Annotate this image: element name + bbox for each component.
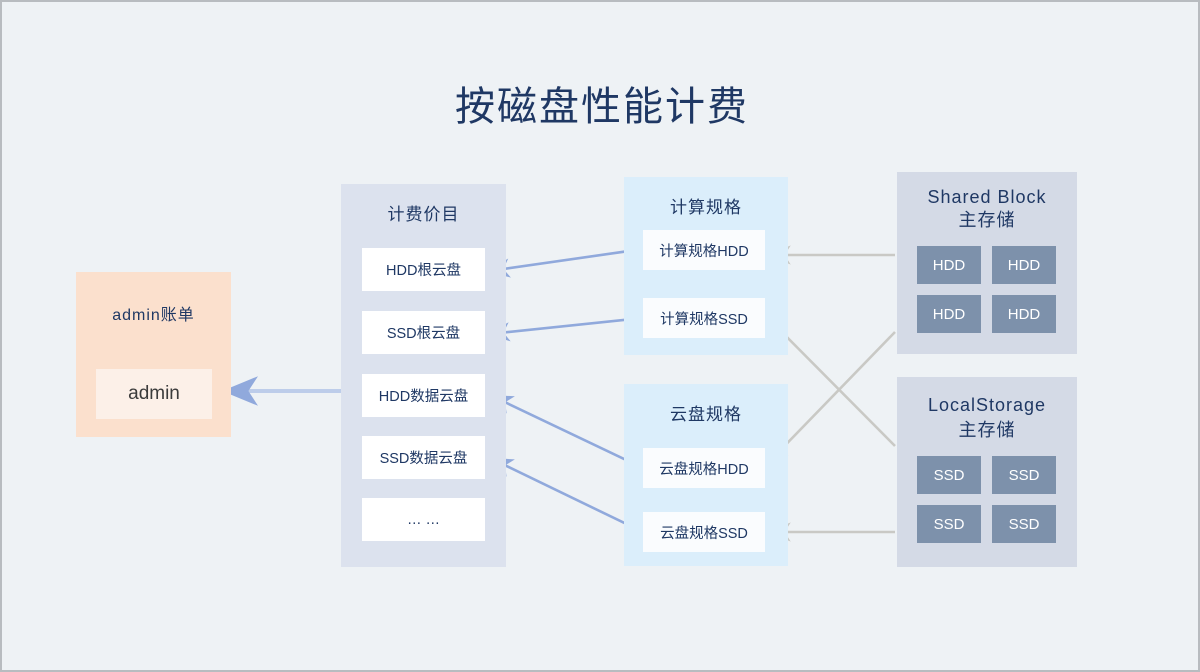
page-title: 按磁盘性能计费 — [455, 85, 749, 129]
disk-box-hdd-1[interactable]: HDD — [917, 246, 981, 284]
compute-offering-panel: 计算规格 计算规格HDD 计算规格SSD — [624, 177, 788, 355]
shared-block-storage-panel: Shared Block 主存储 HDD HDD HDD HDD — [897, 172, 1077, 354]
connector-volume-hdd-to-hdd-data — [489, 394, 644, 470]
disk-box-hdd-4[interactable]: HDD — [992, 295, 1056, 333]
local-storage-panel: LocalStorage 主存储 SSD SSD SSD SSD — [897, 377, 1077, 567]
volume-offering-hdd[interactable]: 云盘规格HDD — [643, 448, 765, 488]
volume-offering-panel: 云盘规格 云盘规格HDD 云盘规格SSD — [624, 384, 788, 566]
local-storage-panel-title-line1: LocalStorage — [927, 395, 1047, 415]
connector-compute-ssd-to-ssd-root — [486, 316, 644, 342]
disk-box-ssd-3[interactable]: SSD — [917, 505, 981, 543]
billing-price-panel: 计费价目 HDD根云盘 SSD根云盘 HDD数据云盘 SSD数据云盘 … … — [341, 184, 506, 567]
disk-box-ssd-4[interactable]: SSD — [992, 505, 1056, 543]
local-storage-panel-title-line2: 主存储 — [958, 420, 1016, 440]
admin-account-panel: admin账单 admin — [76, 272, 231, 437]
shared-block-panel-title-line1: Shared Block — [927, 187, 1047, 207]
connector-volume-ssd-to-ssd-data — [489, 457, 644, 534]
billing-item-more[interactable]: … … — [362, 498, 485, 541]
volume-offering-ssd[interactable]: 云盘规格SSD — [643, 512, 765, 552]
admin-account-box[interactable]: admin — [96, 369, 212, 419]
disk-box-ssd-1[interactable]: SSD — [917, 456, 981, 494]
local-storage-disk-grid: SSD SSD SSD SSD — [917, 456, 1057, 543]
shared-block-disk-grid: HDD HDD HDD HDD — [917, 246, 1057, 333]
billing-item-hdd-data[interactable]: HDD数据云盘 — [362, 374, 485, 417]
admin-account-panel-title: admin账单 — [112, 307, 195, 324]
compute-offering-hdd[interactable]: 计算规格HDD — [643, 230, 765, 270]
disk-box-hdd-3[interactable]: HDD — [917, 295, 981, 333]
billing-item-ssd-data[interactable]: SSD数据云盘 — [362, 436, 485, 479]
compute-offering-panel-title: 计算规格 — [670, 198, 742, 217]
shared-block-panel-title-line2: 主存储 — [958, 210, 1016, 230]
billing-price-panel-title: 计费价目 — [387, 205, 460, 224]
compute-offering-ssd[interactable]: 计算规格SSD — [643, 298, 765, 338]
billing-item-ssd-root[interactable]: SSD根云盘 — [362, 311, 485, 354]
disk-box-ssd-2[interactable]: SSD — [992, 456, 1056, 494]
volume-offering-panel-title: 云盘规格 — [670, 405, 742, 424]
disk-box-hdd-2[interactable]: HDD — [992, 246, 1056, 284]
billing-item-hdd-root[interactable]: HDD根云盘 — [362, 248, 485, 291]
connector-compute-hdd-to-hdd-root — [486, 247, 644, 278]
